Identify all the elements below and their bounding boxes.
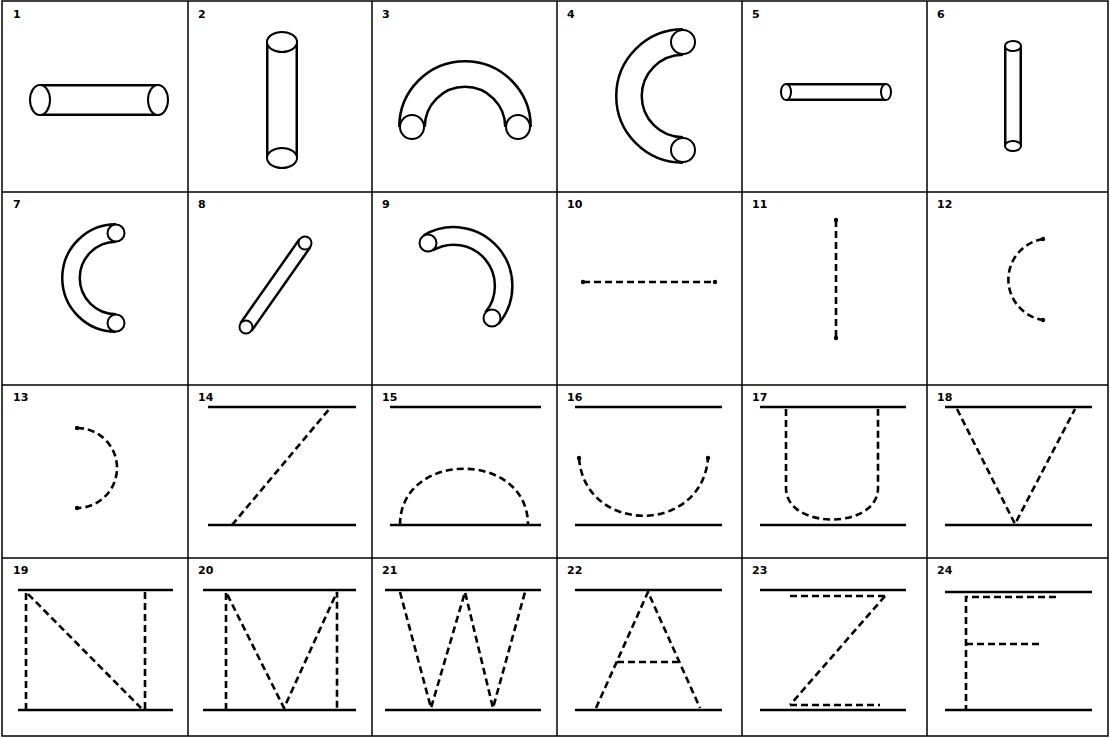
cell-number: 1: [12, 9, 22, 21]
letter-z-stroke: [760, 590, 906, 710]
cell-number: 21: [381, 565, 398, 577]
cell-number: 18: [936, 392, 953, 404]
cell-number: 8: [197, 199, 207, 211]
letter-e-stroke: [945, 592, 1092, 710]
cell-number: 5: [751, 9, 761, 21]
cell-number: 9: [381, 199, 391, 211]
cell-number: 17: [751, 392, 768, 404]
letter-n-stroke: [18, 590, 173, 710]
cell-number: 7: [12, 199, 22, 211]
cell-number: 10: [566, 199, 583, 211]
tube-horizontal: [30, 85, 168, 115]
dashed-stroke: [834, 218, 838, 340]
tube-c: [629, 30, 695, 162]
letter-w-stroke: [385, 590, 541, 710]
cell-number: 23: [751, 565, 768, 577]
cell-number: 6: [936, 9, 946, 21]
cell-number: 24: [936, 565, 953, 577]
thin-tube-c: [71, 225, 125, 332]
cell-number: 15: [381, 392, 398, 404]
dashed-stroke: [75, 426, 117, 510]
arch-stroke: [390, 407, 541, 525]
cell-number: 3: [381, 9, 391, 21]
letter-u-stroke: [760, 407, 906, 525]
cell-number: 16: [566, 392, 583, 404]
cell-number: 22: [566, 565, 583, 577]
dashed-stroke: [1008, 237, 1045, 322]
thin-tube-horizontal: [781, 84, 891, 100]
thin-tube-hook: [420, 235, 504, 327]
letter-z-stroke: [208, 407, 356, 525]
thin-tube-vertical: [1005, 41, 1021, 151]
letter-a-stroke: [575, 590, 722, 710]
letter-v-stroke: [945, 407, 1092, 525]
thin-tube-diagonal: [240, 237, 312, 334]
cell-number: 11: [751, 199, 768, 211]
cell-number: 13: [12, 392, 29, 404]
cup-stroke: [575, 407, 722, 525]
cell-number: 4: [566, 9, 576, 21]
dashed-stroke: [581, 280, 717, 284]
cell-number: 20: [197, 565, 214, 577]
tube-arch: [400, 74, 530, 139]
cell-number: 19: [12, 565, 29, 577]
cell-number: 14: [197, 392, 214, 404]
letter-m-stroke: [203, 590, 356, 710]
tube-vertical: [267, 32, 297, 168]
cell-number: 12: [936, 199, 953, 211]
cell-number: 2: [197, 9, 207, 21]
